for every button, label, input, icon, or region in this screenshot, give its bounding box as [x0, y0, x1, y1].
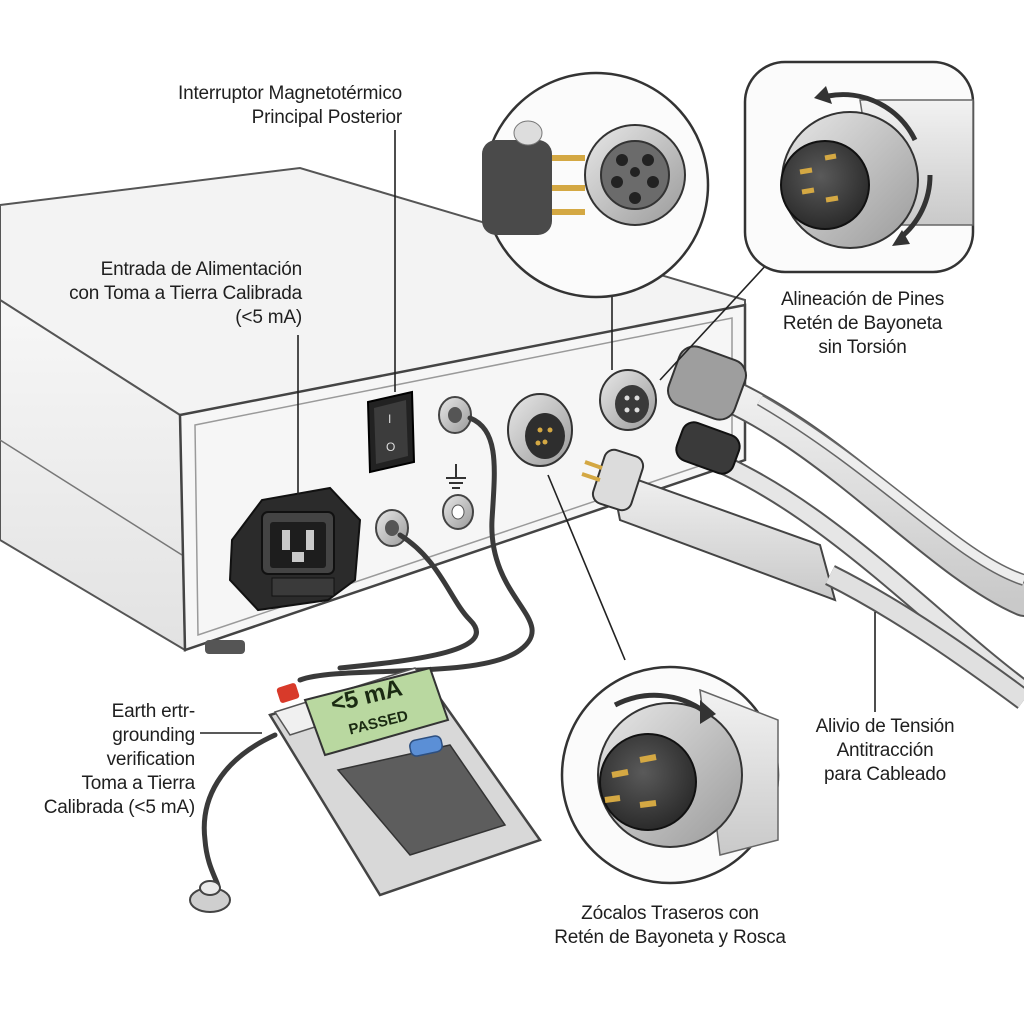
label-pin-alignment: Alineación de Pines Retén de Bayoneta si… — [780, 289, 945, 358]
strain-relief-cables — [667, 345, 1024, 699]
earth-ground-tester — [268, 666, 542, 897]
ground-clip — [189, 880, 231, 913]
label-main-breaker: Interruptor Magnetotérmico Principal Pos… — [178, 83, 402, 128]
rear-bnc-connector — [438, 396, 472, 434]
bayonet-plug — [581, 448, 1024, 709]
earth-ground-icon — [446, 464, 466, 489]
rear-bayonet-socket-large — [507, 393, 573, 467]
zoom-callout-pin-plug — [482, 71, 710, 299]
label-earth-verification: Earth ertr- grounding verification Toma … — [43, 701, 196, 818]
label-strain-relief: Alivio de Tensión Antitracción para Cabl… — [815, 716, 955, 785]
rear-bayonet-socket-small — [599, 369, 657, 431]
switch-on-symbol: I — [388, 412, 392, 426]
inlet-bnc-connector — [375, 509, 409, 547]
zoom-callout-bayonet-retention — [743, 60, 975, 274]
leader-lines — [200, 130, 876, 734]
power-inlet — [228, 486, 362, 612]
main-breaker-switch[interactable] — [366, 390, 416, 474]
label-rear-sockets: Zócalos Traseros con Retén de Bayoneta y… — [554, 903, 786, 948]
zoom-callout-rear-socket — [560, 665, 780, 885]
label-power-inlet: Entrada de Alimentación con Toma a Tierr… — [69, 259, 302, 328]
switch-off-symbol: O — [386, 440, 396, 454]
ground-terminal — [442, 494, 474, 530]
